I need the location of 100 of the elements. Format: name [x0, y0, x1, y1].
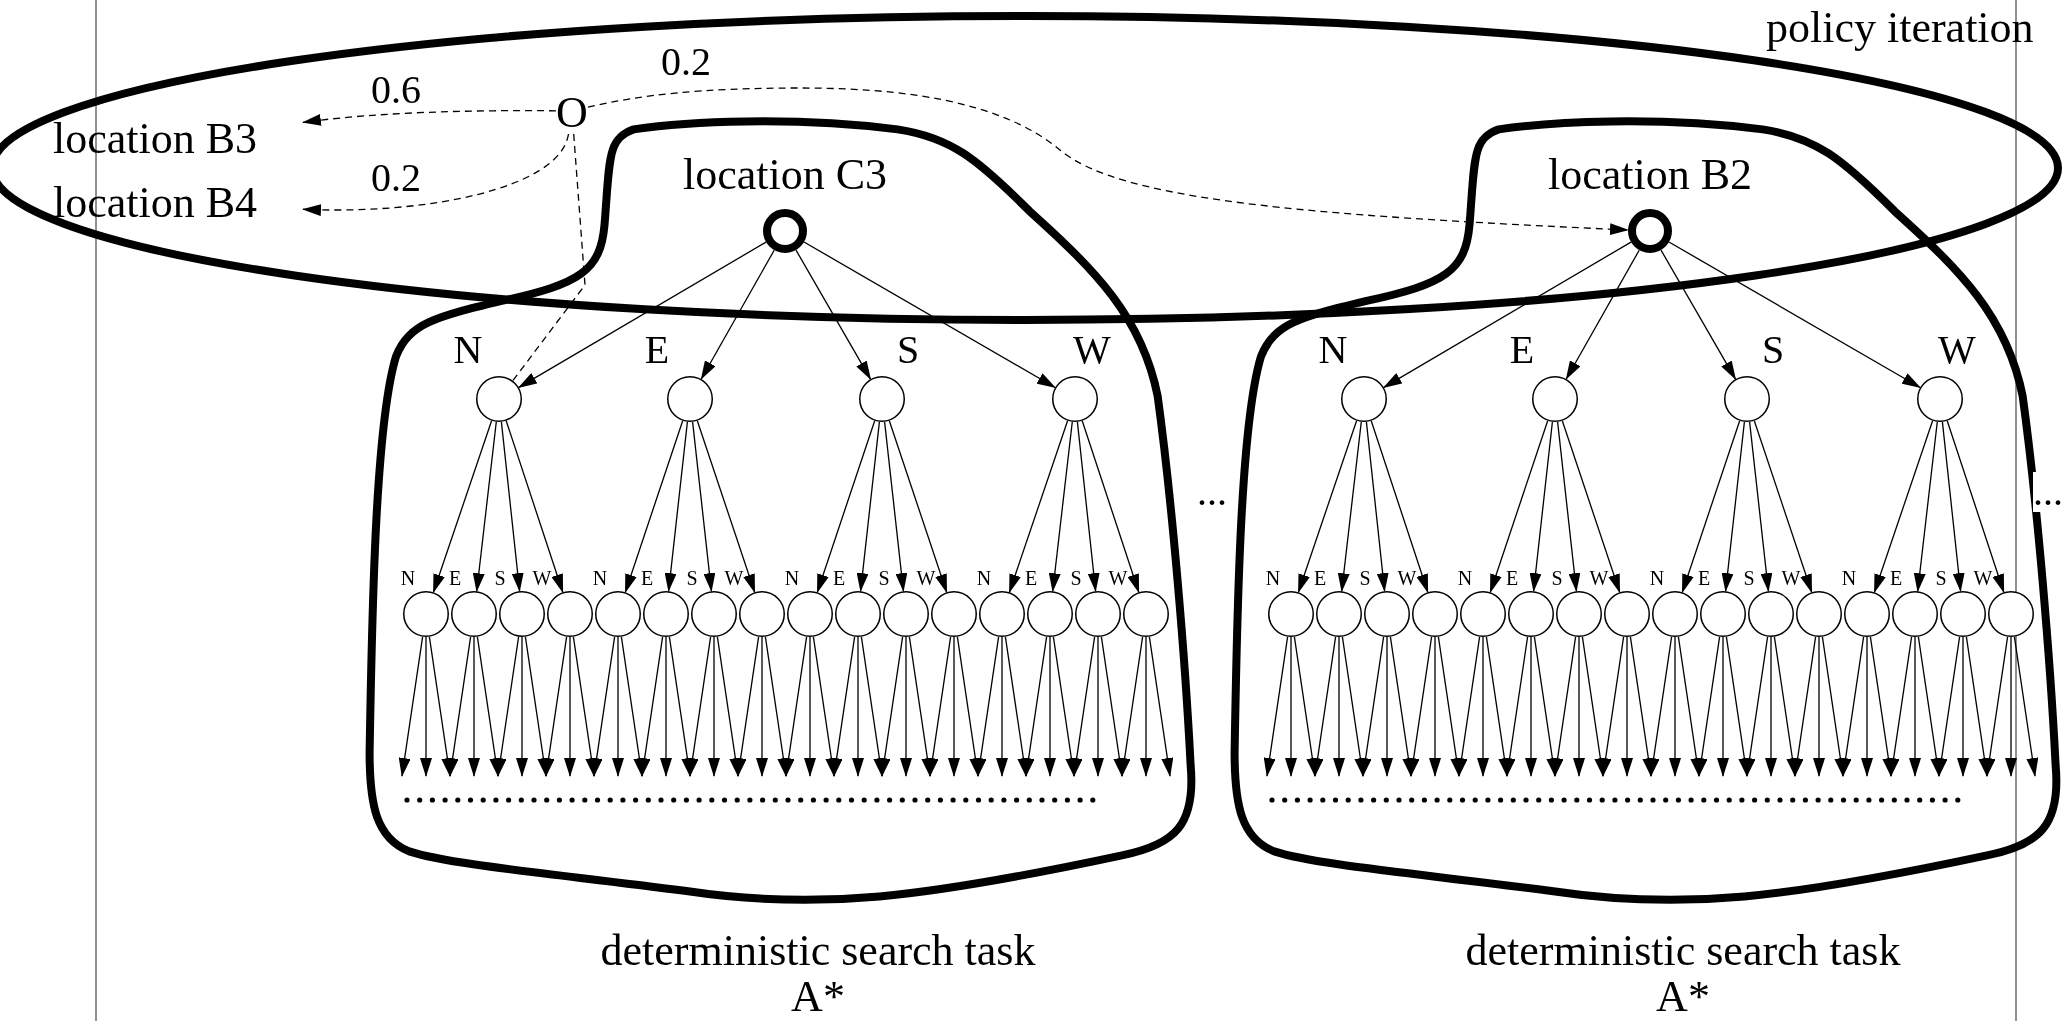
edge-label: W [1073, 330, 1111, 370]
arrow [1573, 636, 1585, 777]
arrow [1285, 636, 1297, 777]
edge-label: E [1509, 330, 1535, 370]
edge-label: N [1649, 568, 1665, 588]
arrow [1909, 636, 1921, 777]
arrow [1551, 636, 1577, 777]
arrow [1297, 420, 1358, 594]
arrow [756, 636, 768, 777]
edge-label: W [1397, 568, 1417, 588]
edge-label: E [1313, 568, 1327, 588]
edge-label: N [400, 568, 416, 588]
arrow [1311, 636, 1337, 777]
edge-label: W [1973, 568, 1993, 588]
arrow [590, 636, 616, 777]
arrow [612, 636, 624, 777]
arrow [1599, 636, 1625, 777]
arrow [638, 636, 664, 777]
task-label: A* [1656, 974, 1710, 1020]
arrow [432, 420, 493, 594]
edge-label: N [592, 568, 608, 588]
arrow [542, 636, 568, 777]
edge-label: N [1841, 568, 1857, 588]
edge-label: S [686, 568, 698, 588]
edge-label: S [1359, 568, 1371, 588]
arrow [1668, 241, 1921, 389]
arrow [804, 636, 816, 777]
edge-label: E [832, 568, 846, 588]
edge-label: E [1505, 568, 1519, 588]
arrow [856, 421, 881, 593]
arrow [1935, 636, 1961, 777]
arrow [505, 420, 564, 594]
edge-label: S [878, 568, 890, 588]
arrow [1081, 420, 1140, 594]
edge-label: N [1265, 568, 1281, 588]
arrow [517, 241, 767, 389]
arrow [660, 636, 672, 777]
edge-label: S [1551, 568, 1563, 588]
arrow [1647, 636, 1673, 777]
arrow [974, 636, 1000, 777]
arrow [816, 420, 876, 594]
arrow [1381, 636, 1393, 777]
state-label: location B3 [53, 114, 303, 164]
edge-label: E [1889, 568, 1903, 588]
edge-label: E [448, 568, 462, 588]
arrow [500, 421, 524, 593]
arrow [830, 636, 856, 777]
arrow [878, 636, 904, 777]
arrow [1983, 636, 2009, 777]
arrow [2005, 636, 2017, 777]
edge-label: W [532, 568, 552, 588]
arrow [1946, 420, 2005, 594]
edge-label: S [896, 330, 920, 370]
arrow [564, 636, 576, 777]
arrow [1008, 420, 1069, 594]
dashed-arrow [302, 133, 570, 216]
arrow [852, 636, 864, 777]
edge-label: N [784, 568, 800, 588]
arrow [900, 636, 912, 777]
edge-label: W [1589, 568, 1609, 588]
arrow [1791, 636, 1817, 777]
arrow [1382, 241, 1632, 389]
arrow [2013, 636, 2039, 777]
arrow [1565, 249, 1640, 380]
arrow [1022, 636, 1048, 777]
arrow [1070, 636, 1096, 777]
arrow [691, 421, 716, 593]
edge-label: N [1457, 568, 1473, 588]
arrow [624, 420, 684, 594]
arrow [1941, 421, 1965, 593]
arrow [1489, 420, 1549, 594]
arrow [420, 636, 432, 777]
arrow [1753, 420, 1813, 594]
arrow [1076, 421, 1100, 593]
arrow [1913, 421, 1938, 593]
arrow [1359, 636, 1385, 777]
task-label: deterministic search task [600, 928, 1036, 974]
arrow [1477, 636, 1489, 777]
arrow [1813, 636, 1825, 777]
arrow [1957, 636, 1969, 777]
arrow [1337, 421, 1362, 593]
arrow [1429, 636, 1441, 777]
state-label: location B2 [1547, 153, 1753, 197]
arrow [1556, 421, 1581, 593]
arrow [1407, 636, 1433, 777]
edge-label: S [1070, 568, 1082, 588]
arrow [782, 636, 808, 777]
arrow [803, 241, 1056, 389]
state-label: location C3 [682, 153, 888, 197]
edge-label: S [1761, 330, 1785, 370]
arrow [1370, 420, 1429, 594]
arrow [1660, 249, 1737, 380]
arrow [1887, 636, 1913, 777]
arrow [1748, 421, 1773, 593]
arrow [664, 421, 689, 593]
dashed-arrow [587, 87, 1629, 236]
edge-label: S [1743, 568, 1755, 588]
edge-label: W [1108, 568, 1128, 588]
arrow [1455, 636, 1481, 777]
arrow [1333, 636, 1345, 777]
